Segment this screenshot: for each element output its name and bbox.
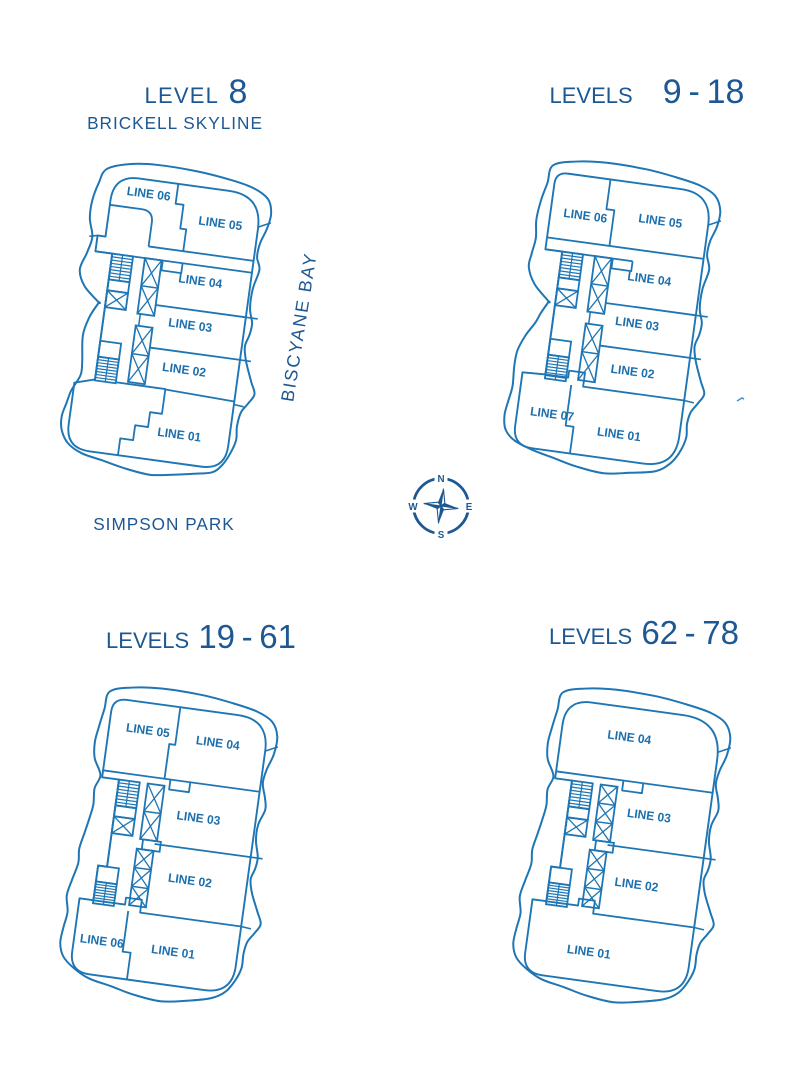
svg-text:LINE 02: LINE 02 (610, 362, 656, 382)
svg-text:LINE 03: LINE 03 (626, 806, 672, 826)
svg-text:LINE 04: LINE 04 (178, 271, 224, 291)
svg-text:LINE 03: LINE 03 (176, 808, 222, 828)
svg-text:LINE 06: LINE 06 (126, 184, 172, 204)
svg-text:LEVELS 19 - 61: LEVELS 19 - 61 (106, 618, 296, 655)
svg-text:W: W (408, 502, 418, 513)
svg-text:LINE 01: LINE 01 (150, 942, 196, 962)
svg-text:SIMPSON PARK: SIMPSON PARK (93, 514, 235, 534)
svg-text:LEVEL 8: LEVEL 8 (145, 73, 248, 111)
svg-text:N: N (437, 474, 444, 485)
svg-text:LINE 06: LINE 06 (79, 931, 125, 951)
svg-text:LINE 02: LINE 02 (161, 360, 207, 380)
svg-text:LINE 03: LINE 03 (168, 315, 214, 335)
svg-text:S: S (438, 530, 445, 541)
svg-text:E: E (466, 502, 473, 513)
svg-text:LINE 03: LINE 03 (614, 314, 660, 334)
svg-text:LEVELS 9 - 18: LEVELS 9 - 18 (550, 73, 745, 111)
svg-text:LINE 01: LINE 01 (157, 425, 203, 445)
svg-text:LINE 04: LINE 04 (627, 269, 673, 289)
svg-text:BRICKELL SKYLINE: BRICKELL SKYLINE (87, 113, 263, 133)
svg-text:LINE 07: LINE 07 (529, 404, 575, 424)
svg-text:LINE 05: LINE 05 (198, 213, 244, 233)
svg-text:LEVELS 62 - 78: LEVELS 62 - 78 (549, 614, 739, 651)
svg-text:LINE 01: LINE 01 (596, 424, 642, 444)
svg-text:LINE 02: LINE 02 (167, 871, 213, 891)
svg-text:LINE 01: LINE 01 (566, 942, 612, 962)
svg-text:LINE 05: LINE 05 (125, 721, 171, 741)
svg-text:LINE 05: LINE 05 (638, 211, 684, 231)
svg-text:LINE 04: LINE 04 (195, 733, 241, 753)
svg-text:LINE 06: LINE 06 (563, 206, 609, 226)
svg-text:LINE 04: LINE 04 (607, 727, 653, 747)
svg-text:LINE 02: LINE 02 (614, 875, 660, 895)
